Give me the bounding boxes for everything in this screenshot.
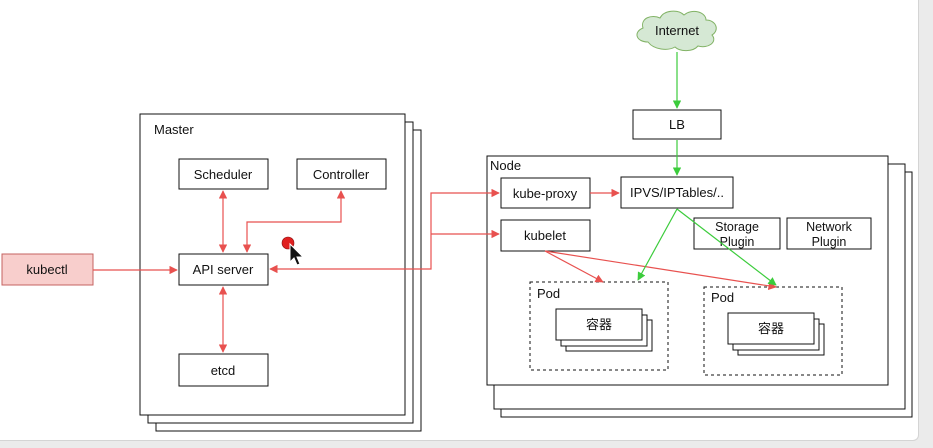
pod-left-container-label: 容器 [586,317,612,333]
lb-label: LB [669,117,685,132]
scheduler-box [178,158,269,190]
controller-label: Controller [313,167,370,182]
arrow-api-kube-proxy [430,188,500,234]
lb-box [632,109,722,140]
storage-plugin-line1: Storage [715,220,759,234]
network-plugin-line2: Plugin [812,235,847,249]
architecture-diagram: Master Node Internet LB Scheduler Contro… [1,10,913,432]
kube-proxy-label: kube-proxy [513,186,578,201]
etcd-box [178,353,269,387]
etcd-label: etcd [211,363,236,378]
arrow-controller-api [242,190,346,253]
kubelet-box [500,219,591,252]
arrow-ipvs-pod-left [637,208,678,281]
kubectl-box [1,253,94,286]
api-server-box [178,253,269,286]
storage-plugin-line2: Plugin [720,235,755,249]
kubelet-label: kubelet [524,228,566,243]
arrow-kubelet-pod-right [544,250,777,290]
network-plugin-box [786,217,872,250]
scheduler-label: Scheduler [194,167,253,182]
ipvs-box [620,176,734,209]
internet-label: Internet [655,23,699,38]
kubectl-label: kubectl [26,262,67,277]
pod-left-container-stack [555,308,653,352]
diagram-canvas: Master Node Internet LB Scheduler Contro… [0,0,919,441]
pod-right-title: Pod [711,290,734,305]
arrow-node-api [269,234,432,274]
controller-box [296,158,387,190]
pod-right-container-label: 容器 [758,321,784,337]
mouse-cursor-icon [281,236,305,266]
network-plugin-line1: Network [806,220,853,234]
pod-right-container-stack [727,312,825,356]
api-server-label: API server [193,262,254,277]
internet-cloud [636,10,717,52]
master-title: Master [154,122,194,137]
arrow-ipvs-pod-right [676,208,777,286]
ipvs-label: IPVS/IPTables/.. [630,185,724,200]
pod-left-title: Pod [537,286,560,301]
node-title: Node [490,158,521,173]
arrow-kubelet-pod-left [544,250,604,283]
